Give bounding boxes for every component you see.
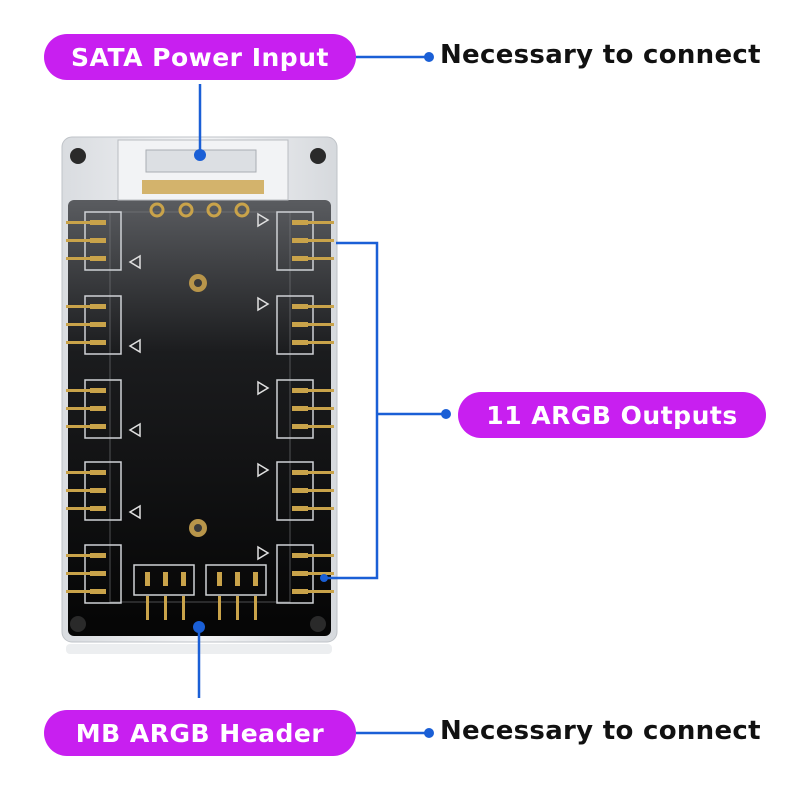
output-port-left-4 xyxy=(66,461,141,521)
right-output-headers xyxy=(257,211,334,604)
left-output-headers xyxy=(66,211,141,604)
output-port-right-1 xyxy=(257,211,334,271)
bottom-port-right xyxy=(205,564,267,620)
output-port-left-3 xyxy=(66,379,141,439)
output-port-left-1 xyxy=(66,211,141,271)
sata-power-input-label: SATA Power Input xyxy=(44,34,356,80)
bottom-port-left xyxy=(133,564,195,620)
output-port-right-4 xyxy=(257,461,334,521)
output-port-right-5 xyxy=(257,544,334,604)
sata-callout-line xyxy=(194,52,434,161)
corner-screws xyxy=(70,148,326,632)
mb-callout-line xyxy=(193,621,434,738)
mb-necessary-note: Necessary to connect xyxy=(440,716,761,746)
sata-necessary-note: Necessary to connect xyxy=(440,40,761,70)
sata-solder-pads xyxy=(149,202,250,218)
standoffs xyxy=(189,274,207,537)
output-port-right-2 xyxy=(257,295,334,355)
output-port-left-2 xyxy=(66,295,141,355)
mb-argb-header-label: MB ARGB Header xyxy=(44,710,356,756)
output-port-right-3 xyxy=(257,379,334,439)
output-port-left-5 xyxy=(66,544,122,604)
pcb-board xyxy=(68,200,331,636)
argb-outputs-label: 11 ARGB Outputs xyxy=(458,392,766,438)
sata-connector xyxy=(117,139,289,201)
outputs-bracket xyxy=(320,241,451,582)
bottom-headers xyxy=(133,564,267,620)
